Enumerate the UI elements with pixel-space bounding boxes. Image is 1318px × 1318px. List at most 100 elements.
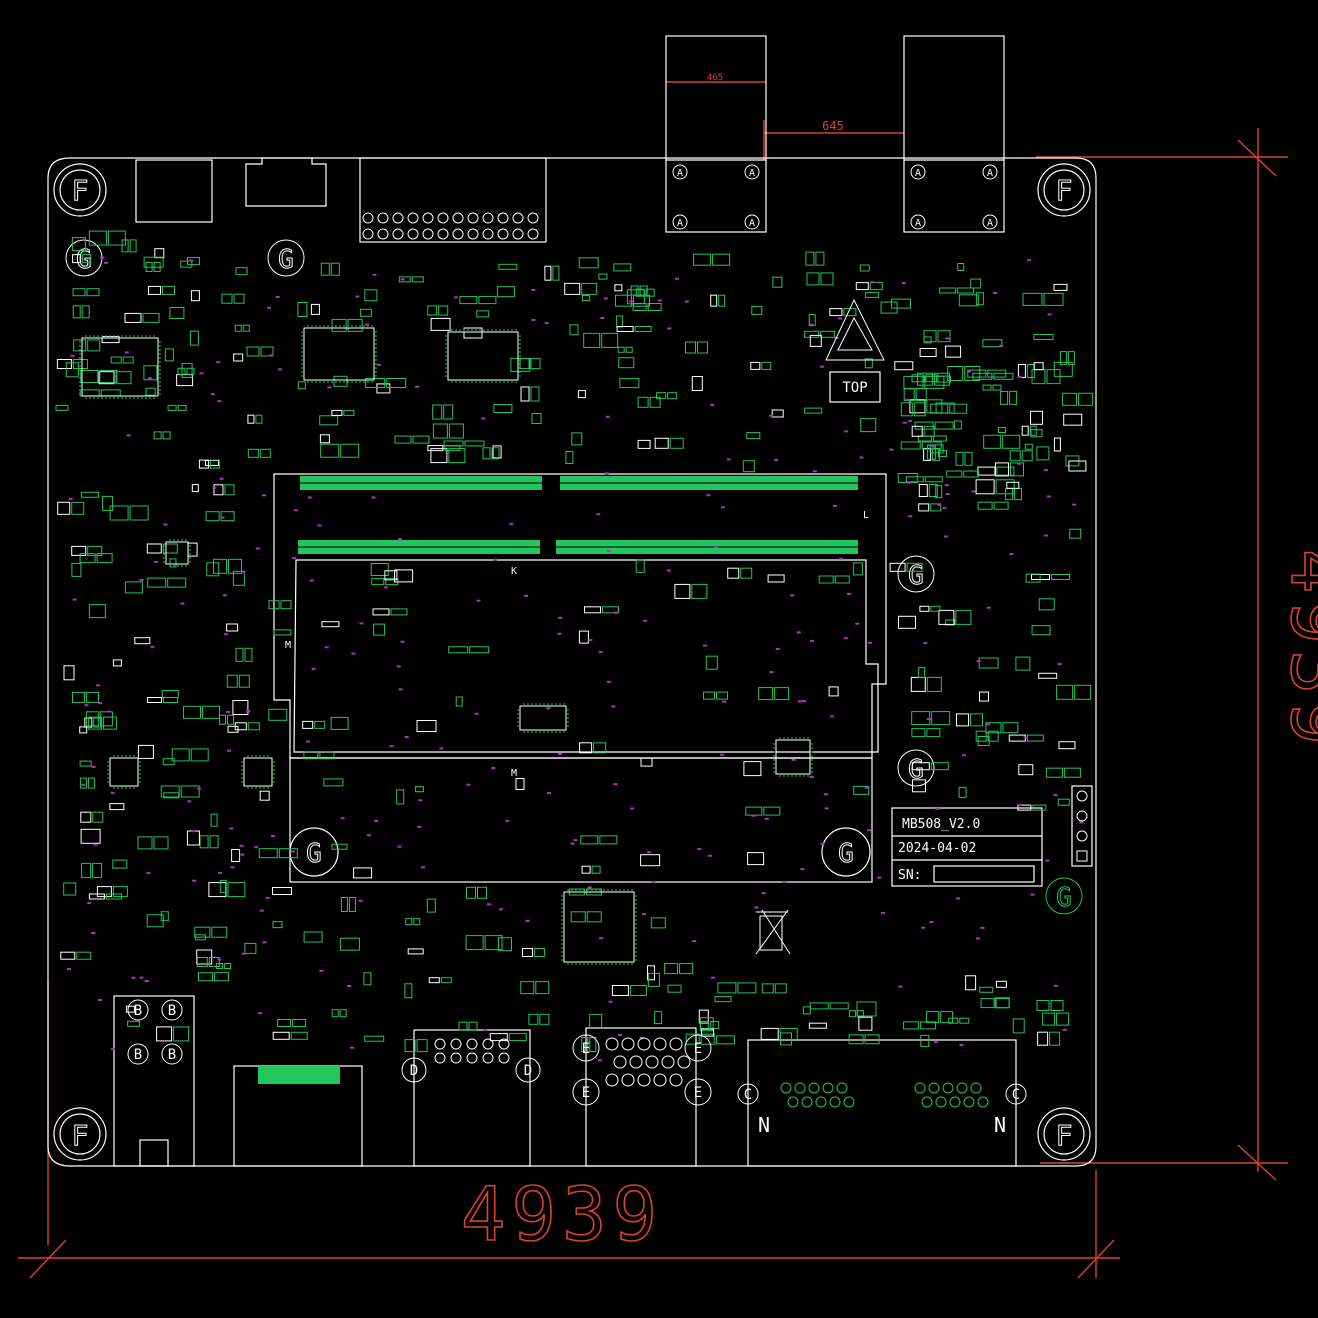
smd-pad xyxy=(571,432,583,446)
smd-pad xyxy=(953,420,962,430)
smd-pad xyxy=(430,317,451,331)
height-dimension-label: 4939 xyxy=(1274,549,1318,751)
smd-pad xyxy=(564,282,581,295)
smd-pad xyxy=(679,963,694,975)
smd-pad xyxy=(1056,684,1074,700)
smd-pad xyxy=(147,697,163,703)
smd-pad xyxy=(465,935,484,951)
smd-pad xyxy=(80,370,99,383)
silk-mark xyxy=(956,897,960,900)
silk-mark xyxy=(453,296,458,299)
silk-mark xyxy=(191,830,196,833)
silk-mark xyxy=(889,448,894,451)
silk-mark xyxy=(1043,469,1048,472)
smd-pad xyxy=(761,983,774,994)
silk-mark xyxy=(241,952,246,955)
smd-pad xyxy=(1024,443,1033,450)
silk-mark xyxy=(319,969,324,972)
smd-pad xyxy=(234,324,242,332)
ground-label-3: G xyxy=(908,561,924,591)
smd-pad xyxy=(977,466,996,476)
smd-pad xyxy=(859,264,870,272)
smd-pad xyxy=(998,427,1006,433)
silk-mark xyxy=(374,819,379,822)
smd-pad xyxy=(818,575,834,584)
smd-pad xyxy=(581,1037,589,1052)
smd-pad xyxy=(674,583,691,599)
smd-pad xyxy=(194,926,211,938)
silk-mark xyxy=(599,937,604,940)
smd-pad xyxy=(565,451,574,464)
connector-pin xyxy=(935,1096,947,1108)
smd-pad xyxy=(577,390,586,399)
ic-package xyxy=(81,337,159,397)
fiducial-label-br: F xyxy=(1056,1119,1073,1152)
smd-pad xyxy=(63,882,77,896)
silk-mark xyxy=(613,783,618,786)
smd-pad xyxy=(864,1034,880,1045)
silk-mark xyxy=(93,843,98,846)
smd-pad xyxy=(569,324,579,336)
smd-pad xyxy=(458,1021,468,1031)
smd-pad xyxy=(163,697,179,703)
smd-pad xyxy=(122,356,134,364)
smd-pad xyxy=(142,312,160,323)
smd-pad xyxy=(520,386,530,402)
silk-mark xyxy=(1072,503,1077,506)
silk-mark xyxy=(217,958,222,961)
silk-mark xyxy=(100,256,105,259)
smd-pad xyxy=(310,303,320,315)
smd-pad xyxy=(1026,734,1044,742)
smd-pad xyxy=(995,479,1015,495)
smd-pad xyxy=(469,646,490,654)
smd-pad xyxy=(331,1009,339,1018)
smd-pad xyxy=(55,404,69,411)
smd-pad xyxy=(297,302,308,317)
silk-mark xyxy=(546,707,551,710)
smd-pad xyxy=(177,404,187,411)
connector-e-label: E xyxy=(582,1085,590,1101)
smd-pad xyxy=(1017,364,1026,378)
smd-pad xyxy=(80,828,101,844)
smd-pad xyxy=(1053,283,1068,291)
smd-pad xyxy=(1031,625,1051,636)
smd-pad xyxy=(432,423,448,439)
silk-mark xyxy=(558,616,563,619)
smd-pad xyxy=(614,284,623,292)
connector-pin xyxy=(613,1055,627,1069)
smd-pad xyxy=(463,327,483,339)
smd-pad xyxy=(703,691,715,700)
connector-pin xyxy=(914,1082,926,1094)
smd-pad xyxy=(804,330,820,338)
silk-mark xyxy=(819,365,824,368)
smd-pad xyxy=(1026,364,1035,378)
silk-mark xyxy=(269,354,274,357)
smd-pad xyxy=(394,435,412,444)
smd-pad xyxy=(333,375,348,387)
silk-mark xyxy=(666,569,671,572)
silk-mark xyxy=(307,496,312,499)
smd-pad xyxy=(330,262,340,276)
silk-mark xyxy=(667,327,672,330)
smd-pad xyxy=(1058,741,1076,750)
smd-pad xyxy=(363,972,372,986)
smd-pad xyxy=(371,578,385,586)
smd-pad xyxy=(685,1033,700,1045)
header-pin xyxy=(407,212,419,224)
connector-pin xyxy=(801,1096,813,1108)
silk-mark xyxy=(598,651,603,654)
smd-pad xyxy=(455,696,463,707)
smd-pad xyxy=(162,543,178,554)
header-pin xyxy=(422,228,434,240)
silk-mark xyxy=(557,632,562,635)
smd-pad xyxy=(1030,410,1043,425)
smd-pad xyxy=(290,1031,308,1040)
silk-mark xyxy=(265,897,270,900)
smd-pad xyxy=(1012,1018,1025,1034)
smd-pad xyxy=(958,786,967,798)
connector-pin xyxy=(482,1052,494,1064)
smd-pad xyxy=(92,811,104,823)
smd-pad xyxy=(906,562,923,572)
silk-mark xyxy=(809,776,814,778)
